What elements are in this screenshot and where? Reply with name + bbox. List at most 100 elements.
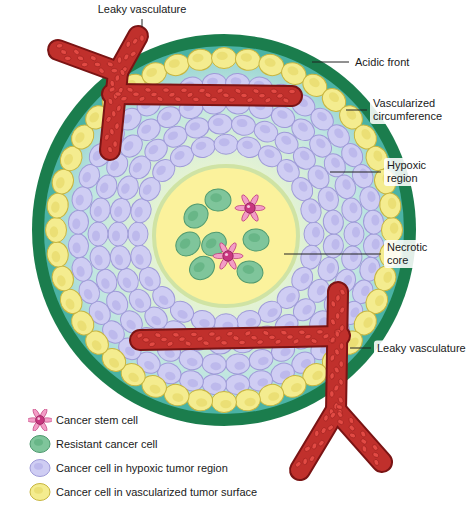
red-blood-cell bbox=[330, 391, 334, 397]
hypoxic-cell bbox=[322, 233, 344, 259]
red-blood-cell bbox=[129, 50, 137, 57]
red-blood-cell bbox=[109, 128, 115, 135]
red-blood-cell bbox=[322, 333, 330, 340]
legend-text: Cancer cell in hypoxic tumor region bbox=[56, 462, 228, 474]
cell-nucleus bbox=[347, 146, 359, 159]
leader-line bbox=[312, 62, 349, 63]
stem-cell-highlight bbox=[247, 205, 250, 208]
cell-body bbox=[30, 484, 50, 501]
cell-nucleus bbox=[332, 127, 345, 140]
cell-nucleus bbox=[82, 288, 94, 301]
cell-nucleus bbox=[311, 369, 325, 382]
leader-line bbox=[350, 348, 371, 349]
leader-line bbox=[330, 172, 381, 173]
red-blood-cell bbox=[323, 414, 329, 421]
red-blood-cell bbox=[304, 334, 311, 340]
red-blood-cell bbox=[339, 361, 344, 368]
surface-cell bbox=[382, 218, 403, 243]
cell-nucleus bbox=[154, 164, 167, 177]
red-blood-cell bbox=[110, 80, 115, 87]
cell-nucleus bbox=[315, 110, 328, 123]
hypoxic-cell bbox=[128, 243, 154, 271]
necrotic-core-area bbox=[154, 166, 298, 306]
hypoxic-cell bbox=[304, 222, 324, 246]
cell-nucleus bbox=[134, 253, 145, 266]
hypoxic-cell bbox=[70, 185, 95, 213]
surface-cell bbox=[49, 167, 76, 197]
red-blood-cell bbox=[311, 442, 317, 450]
cell-nucleus bbox=[90, 338, 104, 352]
cell-nucleus bbox=[315, 284, 327, 297]
cell-nucleus bbox=[34, 463, 43, 470]
red-blood-cell bbox=[257, 339, 264, 345]
cell-nucleus bbox=[73, 130, 86, 144]
red-blood-cell bbox=[335, 313, 340, 319]
red-blood-cell bbox=[136, 332, 144, 339]
red-blood-cell bbox=[211, 97, 217, 101]
red-blood-cell bbox=[184, 340, 192, 347]
label-box: Necrotic core bbox=[384, 240, 430, 268]
red-blood-cell bbox=[186, 91, 194, 98]
cell-nucleus bbox=[75, 265, 85, 277]
hypoxic-cell bbox=[88, 222, 108, 246]
cell-nucleus bbox=[387, 197, 397, 209]
red-blood-cell bbox=[81, 62, 88, 67]
cell-nucleus bbox=[92, 230, 100, 241]
acidic-front-ring bbox=[32, 34, 416, 426]
legend-icon-group bbox=[30, 460, 50, 477]
red-blood-cell bbox=[119, 69, 126, 77]
cell-body bbox=[128, 243, 154, 271]
cell-body bbox=[49, 167, 76, 197]
cell-body bbox=[212, 392, 237, 413]
cell-nucleus bbox=[371, 215, 380, 226]
red-blood-cell bbox=[348, 417, 354, 425]
legend-text: Cancer cell in vascularized tumor surfac… bbox=[56, 486, 257, 498]
leader-lines bbox=[142, 19, 381, 348]
red-blood-cell bbox=[333, 366, 340, 374]
cell-nucleus bbox=[189, 121, 202, 132]
red-blood-cell bbox=[310, 338, 318, 344]
cell-nucleus bbox=[210, 193, 222, 202]
cell-nucleus bbox=[358, 167, 370, 180]
red-blood-cell bbox=[239, 340, 246, 345]
cell-nucleus bbox=[148, 383, 162, 395]
callout-label: Vascularized circumference bbox=[370, 96, 445, 124]
legend-icon-group bbox=[28, 409, 52, 431]
cell-nucleus bbox=[307, 202, 318, 215]
cell-nucleus bbox=[266, 306, 279, 318]
cell-nucleus bbox=[257, 356, 270, 367]
red-blood-cell bbox=[317, 330, 323, 335]
cell-body bbox=[49, 264, 76, 294]
red-blood-cell bbox=[329, 411, 336, 419]
legend-icon-group bbox=[30, 484, 50, 501]
red-blood-cell bbox=[360, 438, 368, 445]
hypoxic-cell bbox=[68, 209, 90, 234]
red-blood-cell bbox=[117, 57, 122, 64]
red-blood-cell bbox=[226, 331, 233, 337]
cell-nucleus bbox=[93, 309, 105, 322]
red-blood-cell bbox=[113, 141, 117, 147]
cell-body bbox=[108, 196, 133, 224]
cell-nucleus bbox=[81, 171, 93, 184]
red-blood-cell bbox=[333, 384, 340, 392]
red-blood-cell bbox=[329, 336, 336, 344]
cell-nucleus bbox=[125, 318, 138, 331]
cell-nucleus bbox=[171, 392, 184, 403]
red-blood-cell bbox=[302, 458, 308, 465]
cell-nucleus bbox=[120, 182, 132, 195]
red-blood-cell bbox=[214, 335, 222, 342]
cell-nucleus bbox=[210, 362, 221, 371]
red-blood-cell bbox=[336, 411, 343, 419]
red-blood-cell bbox=[143, 337, 150, 342]
red-blood-cell bbox=[216, 87, 224, 94]
cell-nucleus bbox=[314, 137, 327, 150]
surface-cell bbox=[256, 381, 286, 408]
red-blood-cell bbox=[361, 445, 367, 452]
cell-nucleus bbox=[204, 236, 219, 250]
cell-nucleus bbox=[264, 57, 277, 68]
red-blood-cell bbox=[208, 331, 215, 336]
cell-nucleus bbox=[248, 233, 261, 243]
cell-body bbox=[30, 460, 50, 477]
cell-body bbox=[162, 51, 192, 78]
cell-body bbox=[247, 347, 276, 373]
